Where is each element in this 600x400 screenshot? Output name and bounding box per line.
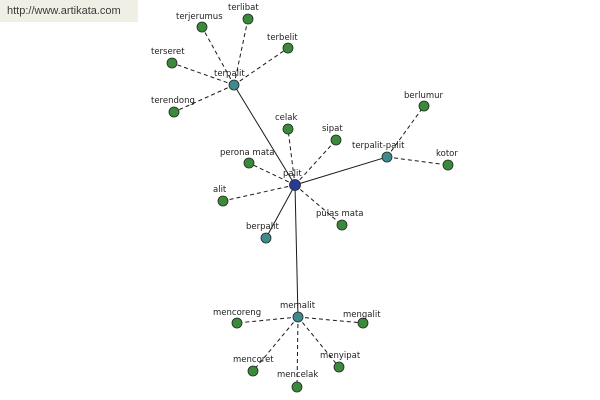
edge-palit-pulas-mata xyxy=(294,184,343,226)
edge-terpalit-terendong xyxy=(173,84,235,113)
node-label: menyipat xyxy=(320,351,361,361)
node-label: mencoreng xyxy=(213,308,261,318)
node-marker[interactable] xyxy=(381,151,393,163)
node-label: terpalit-palit xyxy=(352,141,405,151)
node-marker[interactable] xyxy=(282,123,294,135)
node-kotor[interactable]: kotor xyxy=(436,149,458,171)
node-label: pulas mata xyxy=(316,209,364,219)
node-mencelak[interactable]: mencelak xyxy=(277,370,318,393)
node-terlibat[interactable]: terlibat xyxy=(228,3,259,25)
node-label: celak xyxy=(275,113,297,123)
node-marker[interactable] xyxy=(292,311,304,323)
node-palit[interactable]: palit xyxy=(283,169,302,191)
node-label: perona mata xyxy=(220,148,274,158)
edge-palit-terpalit xyxy=(233,84,296,186)
edge-memalit-mencelak xyxy=(296,316,299,388)
node-berpalit[interactable]: berpalit xyxy=(246,222,279,244)
node-label: berpalit xyxy=(246,222,279,232)
watermark-url: http://www.artikata.com xyxy=(0,0,138,22)
node-marker[interactable] xyxy=(231,317,243,329)
edge-memalit-mencoret xyxy=(252,316,299,372)
node-marker[interactable] xyxy=(247,365,259,377)
edge-palit-sipat xyxy=(294,139,337,186)
node-marker[interactable] xyxy=(330,134,342,146)
node-terjerumus[interactable]: terjerumus xyxy=(176,12,223,33)
node-terpalit[interactable]: terpalit xyxy=(214,69,245,91)
node-mencoret[interactable]: mencoret xyxy=(233,355,274,377)
node-marker[interactable] xyxy=(291,381,303,393)
node-label: terendong xyxy=(151,96,195,106)
edge-memalit-mengalit xyxy=(297,316,364,324)
edge-memalit-mencoreng xyxy=(236,316,299,324)
node-label: terbelit xyxy=(267,33,298,43)
node-marker[interactable] xyxy=(260,232,272,244)
nodes-layer: palit terpalit terpalit-palit berpalit memal… xyxy=(151,3,458,393)
node-terendong[interactable]: terendong xyxy=(151,96,195,118)
node-marker[interactable] xyxy=(336,219,348,231)
node-mencoreng[interactable]: mencoreng xyxy=(213,308,261,329)
node-label: mencoret xyxy=(233,355,274,365)
edge-terpalit-terbelit xyxy=(233,47,289,86)
node-marker[interactable] xyxy=(166,57,178,69)
node-menyipat[interactable]: menyipat xyxy=(320,351,361,373)
node-terseret[interactable]: terseret xyxy=(151,47,185,69)
node-label: alit xyxy=(213,185,227,195)
node-marker[interactable] xyxy=(289,179,301,191)
node-label: palit xyxy=(283,169,302,179)
node-label: terlibat xyxy=(228,3,259,13)
edge-palit-celak xyxy=(287,128,296,186)
node-pulas-mata[interactable]: pulas mata xyxy=(316,209,364,231)
edge-palit-terpalit-palit xyxy=(294,156,388,186)
node-marker[interactable] xyxy=(196,21,208,33)
node-label: memalit xyxy=(280,301,316,311)
node-terbelit[interactable]: terbelit xyxy=(267,33,298,54)
node-sipat[interactable]: sipat xyxy=(322,124,343,146)
node-label: terpalit xyxy=(214,69,245,79)
node-label: terjerumus xyxy=(176,12,223,22)
node-label: mencelak xyxy=(277,370,318,380)
node-marker[interactable] xyxy=(243,157,255,169)
node-marker[interactable] xyxy=(442,159,454,171)
node-celak[interactable]: celak xyxy=(275,113,297,135)
edge-palit-memalit xyxy=(294,184,299,318)
edge-palit-berpalit xyxy=(265,184,296,239)
node-label: kotor xyxy=(436,149,458,159)
node-berlumur[interactable]: berlumur xyxy=(404,91,444,112)
node-perona-mata[interactable]: perona mata xyxy=(220,148,274,169)
node-label: terseret xyxy=(151,47,185,57)
node-terpalit-palit[interactable]: terpalit-palit xyxy=(352,141,405,163)
node-label: berlumur xyxy=(404,91,444,101)
edge-terpalit-palit-kotor xyxy=(386,156,449,166)
edge-terpalit-terlibat xyxy=(233,18,249,86)
node-marker[interactable] xyxy=(357,317,369,329)
edge-palit-perona-mata xyxy=(248,162,296,186)
node-mengalit[interactable]: mengalit xyxy=(343,310,381,329)
node-label: sipat xyxy=(322,124,343,134)
node-memalit[interactable]: memalit xyxy=(280,301,316,323)
node-marker[interactable] xyxy=(333,361,345,373)
edges-layer xyxy=(171,18,449,388)
node-alit[interactable]: alit xyxy=(213,185,229,207)
node-marker[interactable] xyxy=(242,13,254,25)
node-marker[interactable] xyxy=(217,195,229,207)
node-marker[interactable] xyxy=(228,79,240,91)
edge-terpalit-palit-berlumur xyxy=(386,105,425,158)
node-marker[interactable] xyxy=(418,100,430,112)
node-label: mengalit xyxy=(343,310,381,320)
node-marker[interactable] xyxy=(168,106,180,118)
edge-palit-alit xyxy=(222,184,296,202)
edge-memalit-menyipat xyxy=(297,316,340,368)
node-marker[interactable] xyxy=(282,42,294,54)
edge-terpalit-terseret xyxy=(171,62,235,86)
